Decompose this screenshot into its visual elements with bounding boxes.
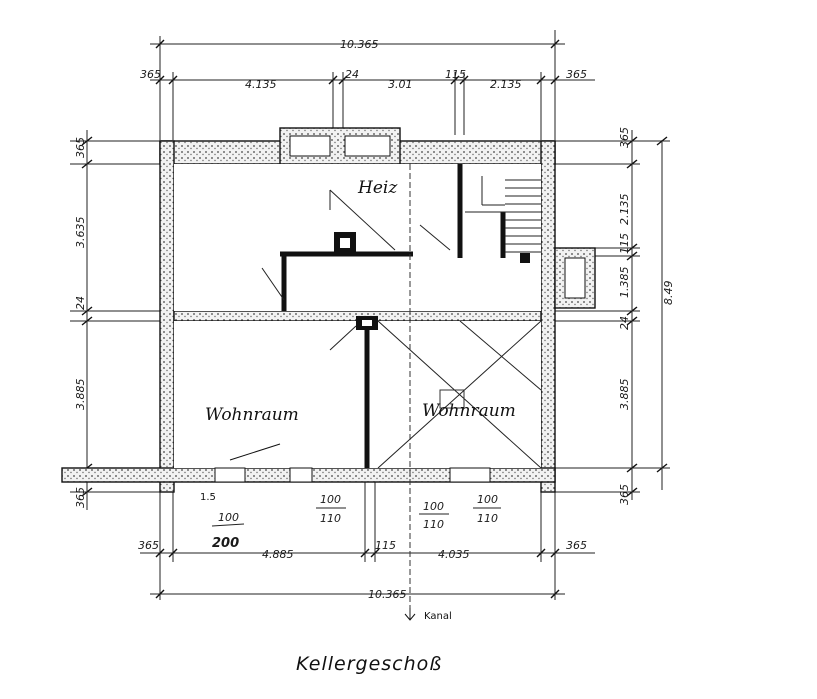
- kanal-marker: Kanal: [404, 608, 452, 622]
- dim-left-mid-wall: 24: [74, 296, 87, 310]
- dim-top-wall-right: 365: [566, 68, 587, 81]
- door-swings: [261, 189, 542, 469]
- dim-right-room-bottom: 3.885: [618, 379, 631, 411]
- staircase: [465, 176, 541, 263]
- dim-left-bottom-wall: 365: [74, 487, 87, 508]
- dim-right-wall-a: 115: [618, 233, 631, 254]
- kanal-label: Kanal: [424, 611, 452, 622]
- room-label-wohnraum-left: Wohnraum: [205, 405, 299, 425]
- window2-bottom: 110: [320, 512, 341, 525]
- window2-top: 100: [320, 493, 341, 506]
- left-dimensions: 365 3.635 24 3.885 365: [70, 130, 160, 510]
- room-label-wohnraum-right: Wohnraum: [422, 401, 516, 421]
- dim-bottom-wall-left: 365: [138, 539, 159, 552]
- dim-right-overall: 8.49: [662, 281, 675, 306]
- drawing-title: Kellergeschoß: [296, 653, 442, 675]
- window1-bottom: 200: [212, 536, 239, 551]
- dim-top-overall: 10.365: [340, 38, 379, 51]
- window-marks: 1.5 100 200 100 110 100 110 100 110: [200, 492, 501, 551]
- dim-bottom-seg1: 4.885: [262, 548, 294, 561]
- dim-top-seg1: 4.135: [245, 78, 277, 91]
- dim-right-top-wall: 365: [618, 127, 631, 148]
- dim-top-seg3: 2.135: [490, 78, 522, 91]
- dim-bottom-wall-mid: 115: [375, 539, 396, 552]
- dim-top-wall-mid1: 24: [345, 68, 359, 81]
- room-label-heiz: Heiz: [357, 178, 398, 198]
- dim-left-room-top: 3.635: [74, 217, 87, 249]
- dim-top-wall-left: 365: [140, 68, 161, 81]
- dim-bottom-overall: 10.365: [368, 588, 407, 601]
- dim-right-seg2: 1.385: [618, 267, 631, 299]
- dim-bottom-seg2: 4.035: [438, 548, 470, 561]
- bottom-dimensions: 365 4.885 115 4.035 365 10.365: [138, 478, 595, 601]
- dim-top-seg2: 3.01: [388, 78, 413, 91]
- dim-top-wall-mid2: 115: [445, 68, 466, 81]
- window3-bottom: 110: [423, 518, 444, 531]
- dim-bottom-wall-right: 365: [566, 539, 587, 552]
- dim-right-seg1: 2.135: [618, 194, 631, 226]
- dim-right-bottom-wall: 365: [618, 484, 631, 505]
- sill-note: 1.5: [200, 492, 216, 503]
- dim-left-top-wall: 365: [74, 137, 87, 158]
- dim-left-room-bottom: 3.885: [74, 379, 87, 411]
- window3-top: 100: [423, 500, 444, 513]
- window4-bottom: 110: [477, 512, 498, 525]
- window1-top: 100: [218, 511, 239, 524]
- bottom-windows: [214, 443, 491, 483]
- interior-walls: [280, 164, 506, 468]
- right-dimensions: 365 2.135 115 1.385 24 3.885 365 8.49: [555, 127, 675, 505]
- window4-top: 100: [477, 493, 498, 506]
- top-dimensions: 10.365 365 4.135 24 3.01 115 2.135 365: [140, 30, 595, 140]
- dim-right-wall-b: 24: [618, 316, 631, 330]
